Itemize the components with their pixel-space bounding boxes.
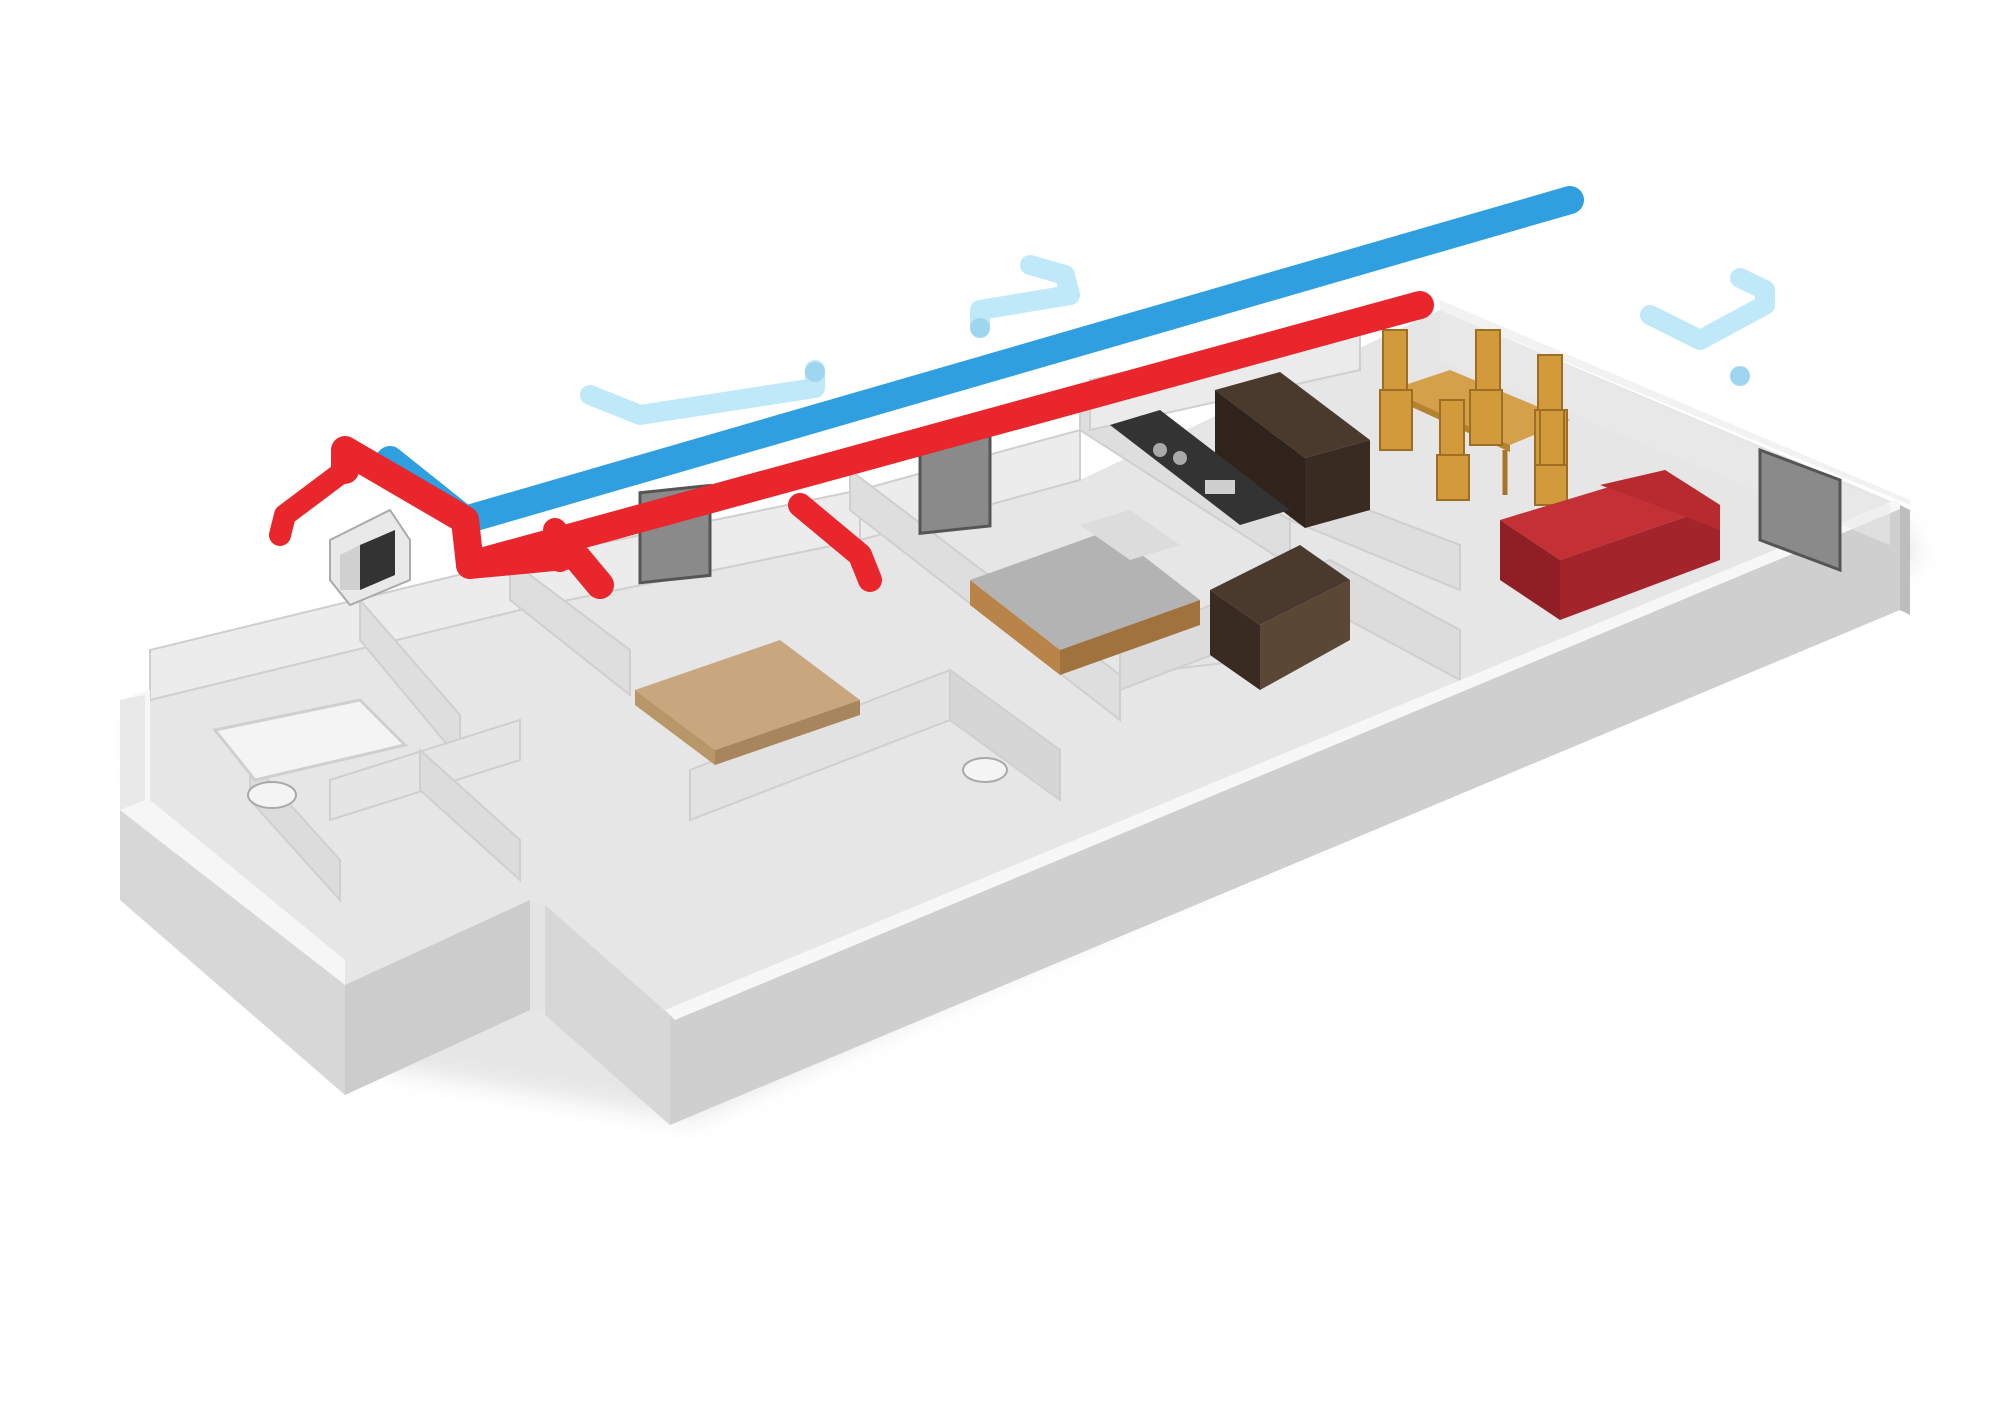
vent-duct-2 [970, 255, 1080, 335]
bed-icon [635, 640, 860, 765]
windows [638, 434, 1842, 585]
wardrobe-icon [1210, 545, 1350, 690]
sofa-icon [1500, 470, 1720, 620]
vent-duct-1 [580, 360, 825, 425]
ventilation-unit-icon [329, 508, 411, 607]
furniture [212, 329, 1720, 809]
bathtub-icon [212, 698, 408, 782]
bed-icon [970, 510, 1200, 675]
toilet-icon [247, 757, 1008, 809]
vent-ducts [580, 255, 1775, 425]
vent-duct-3 [1640, 268, 1775, 350]
supply-duct [269, 291, 1434, 599]
kitchen-counter-icon [1110, 372, 1370, 528]
window-icon [1758, 447, 1842, 573]
chair-icon [1379, 329, 1568, 506]
